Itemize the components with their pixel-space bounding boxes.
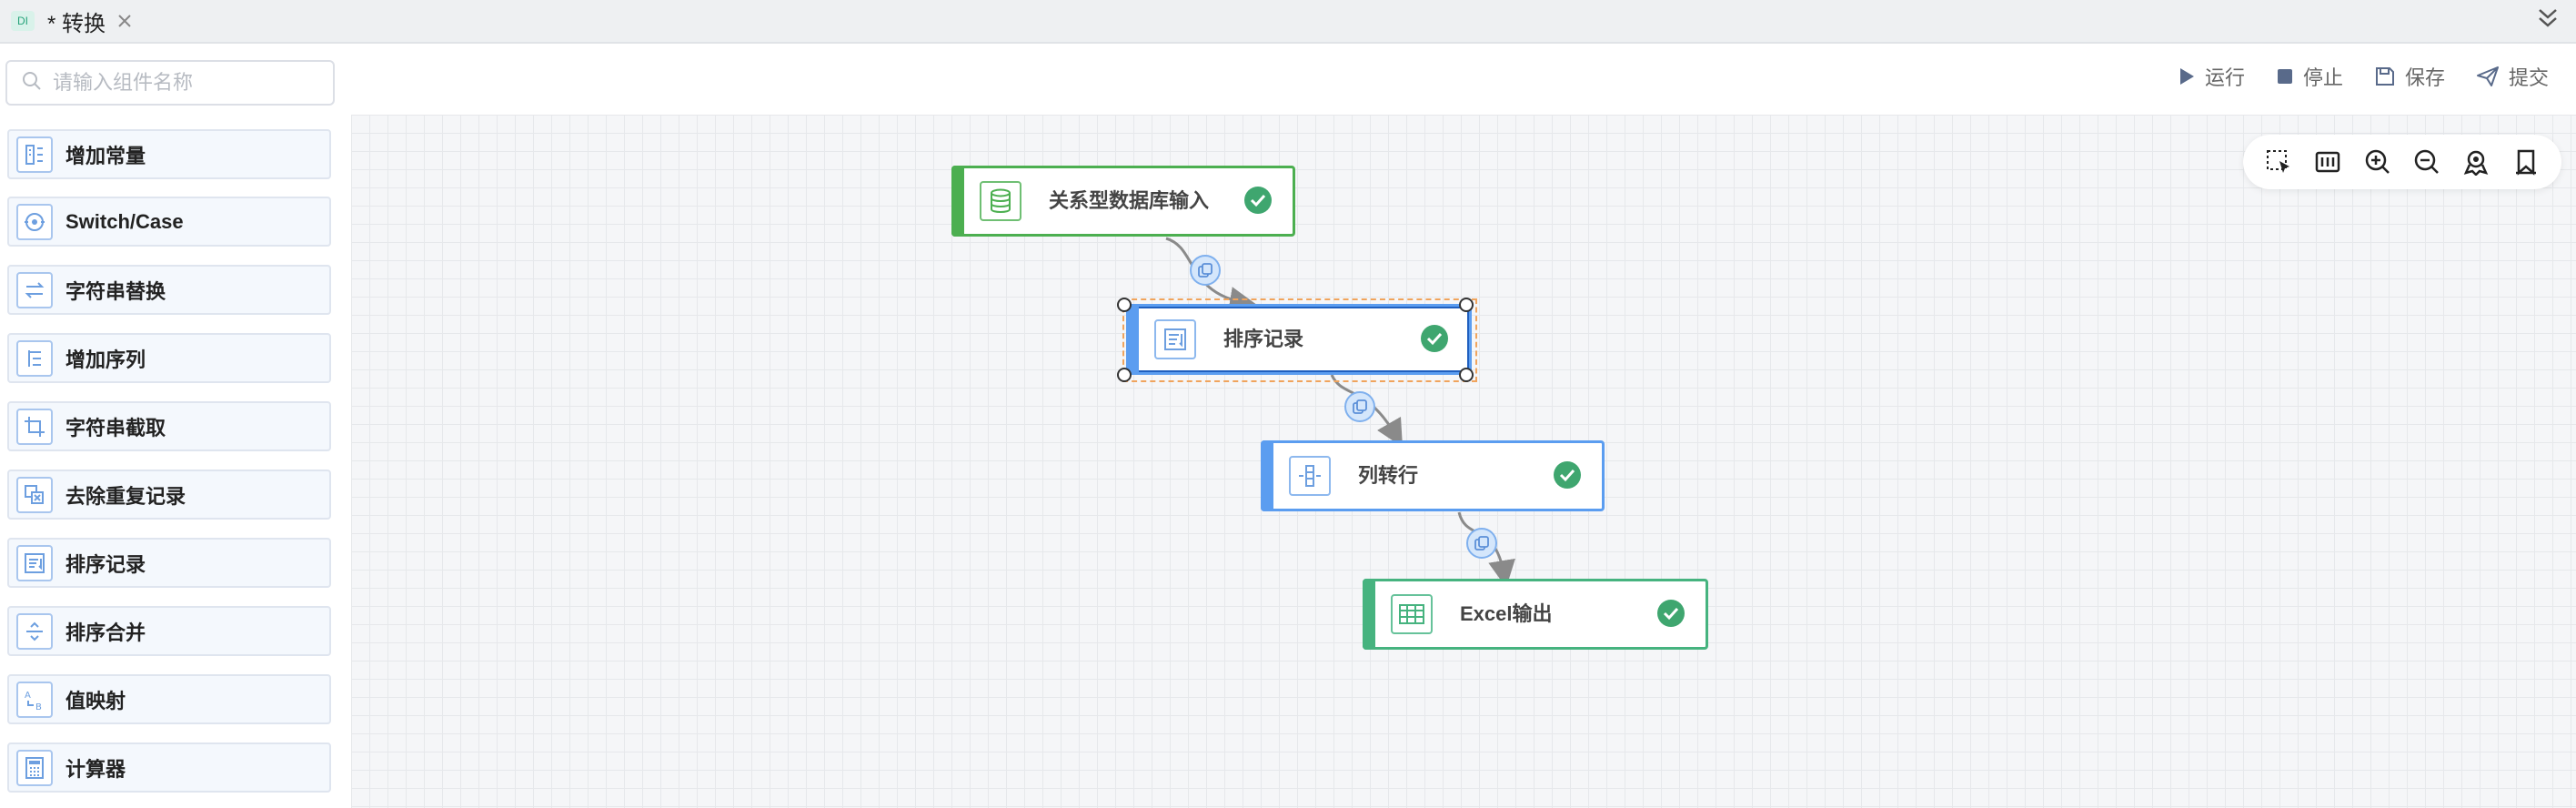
component-label: 值映射 [65,689,126,712]
resize-handle[interactable] [1459,298,1474,312]
locate-icon[interactable] [2458,144,2494,180]
component-label: 去除重复记录 [65,484,186,508]
tab-type-badge: DI [11,11,35,31]
component-item[interactable]: 字符串替换 [7,265,331,315]
node-label: Excel输出 [1460,602,1553,625]
submit-button[interactable]: 提交 [2476,62,2549,91]
string-replace-icon [16,271,53,308]
stop-icon [2277,69,2292,84]
switch-case-icon [16,203,53,240]
save-button[interactable]: 保存 [2374,62,2445,91]
flow-node-sort-records[interactable]: 排序记录 [1126,304,1472,375]
add-sequence-icon [16,339,53,377]
component-label: 排序记录 [65,552,146,576]
node-status-bar [1363,579,1375,650]
component-label: 排序合并 [65,621,146,644]
resize-handle[interactable] [1117,298,1132,312]
component-label: 字符串替换 [65,279,166,303]
dedupe-icon [16,476,53,513]
add-constant-icon [16,136,53,173]
flow-node-columns-to-rows[interactable]: 列转行 [1261,440,1605,511]
zoom-out-icon[interactable] [2409,144,2445,180]
flow-node-db-input[interactable]: 关系型数据库输入 [951,166,1295,237]
action-group: 运行 停止 保存 提交 [2147,62,2549,91]
close-icon[interactable] [116,13,133,29]
resize-handle[interactable] [1459,368,1474,382]
canvas-toolbar [2243,135,2561,189]
flow-node-excel-output[interactable]: Excel输出 [1363,579,1708,650]
check-circle-icon [1243,186,1273,219]
zoom-in-icon[interactable] [2360,144,2396,180]
component-item[interactable]: 排序合并 [7,606,331,656]
double-chevron-down-icon[interactable] [2536,5,2560,35]
bookmark-icon[interactable] [2508,144,2544,180]
stop-label: 停止 [2302,66,2343,89]
search-input[interactable] [51,70,327,96]
sort-records-icon [1154,319,1196,359]
component-item[interactable]: Switch/Case [7,197,331,247]
component-label: 增加序列 [65,348,146,371]
run-button[interactable]: 运行 [2178,62,2245,91]
component-item[interactable]: 计算器 [7,742,331,793]
toolbar: 运行 停止 保存 提交 [0,44,2576,115]
tab-bar: DI * 转换 [0,0,2576,44]
search-box [5,60,335,106]
submit-label: 提交 [2508,66,2549,89]
save-icon [2375,67,2394,86]
node-label: 关系型数据库输入 [1049,189,1210,212]
copy-rows-icon[interactable] [1190,255,1221,286]
search-icon [22,71,42,96]
play-icon [2179,68,2194,85]
component-label: Switch/Case [65,209,184,233]
copy-rows-icon[interactable] [1344,391,1375,422]
run-label: 运行 [2204,66,2245,89]
check-circle-icon [1553,460,1582,494]
component-item[interactable]: 排序记录 [7,538,331,588]
component-item[interactable]: 增加序列 [7,333,331,383]
tab-title: * 转换 [47,11,106,36]
component-item[interactable]: 字符串截取 [7,401,331,451]
sort-records-icon [16,544,53,581]
copy-rows-icon[interactable] [1466,528,1497,559]
node-status-bar [1261,440,1273,511]
svg-text:A: A [25,691,31,701]
component-label: 增加常量 [65,144,146,167]
tab-transform[interactable]: DI * 转换 [11,0,133,42]
component-label: 字符串截取 [65,416,166,439]
check-circle-icon [1420,324,1449,358]
box-select-icon[interactable] [2260,144,2297,180]
columns-to-rows-icon [1289,456,1331,496]
svg-text:B: B [35,702,42,712]
database-icon [980,181,1021,221]
stop-button[interactable]: 停止 [2276,62,2343,91]
component-sidebar: 增加常量 Switch/Case 字符串替换 增加序列 字符串截取 去除重复记录 [0,115,351,808]
string-cut-icon [16,408,53,445]
send-icon [2476,66,2499,86]
component-label: 计算器 [65,757,126,781]
sort-merge-icon [16,612,53,650]
table-icon [1391,594,1433,634]
node-status-bar [951,166,964,237]
resize-handle[interactable] [1117,368,1132,382]
node-label: 列转行 [1358,464,1419,487]
selection-outline [1122,298,1477,382]
node-label: 排序记录 [1223,328,1304,350]
save-label: 保存 [2404,66,2445,89]
component-item[interactable]: 去除重复记录 [7,470,331,520]
node-status-bar [1126,304,1139,375]
flow-canvas[interactable]: 关系型数据库输入 排序记录 列转行 Exce [351,115,2576,808]
fit-view-icon[interactable] [2309,144,2346,180]
component-item[interactable]: 增加常量 [7,129,331,179]
check-circle-icon [1656,599,1685,632]
calculator-icon [16,749,53,786]
